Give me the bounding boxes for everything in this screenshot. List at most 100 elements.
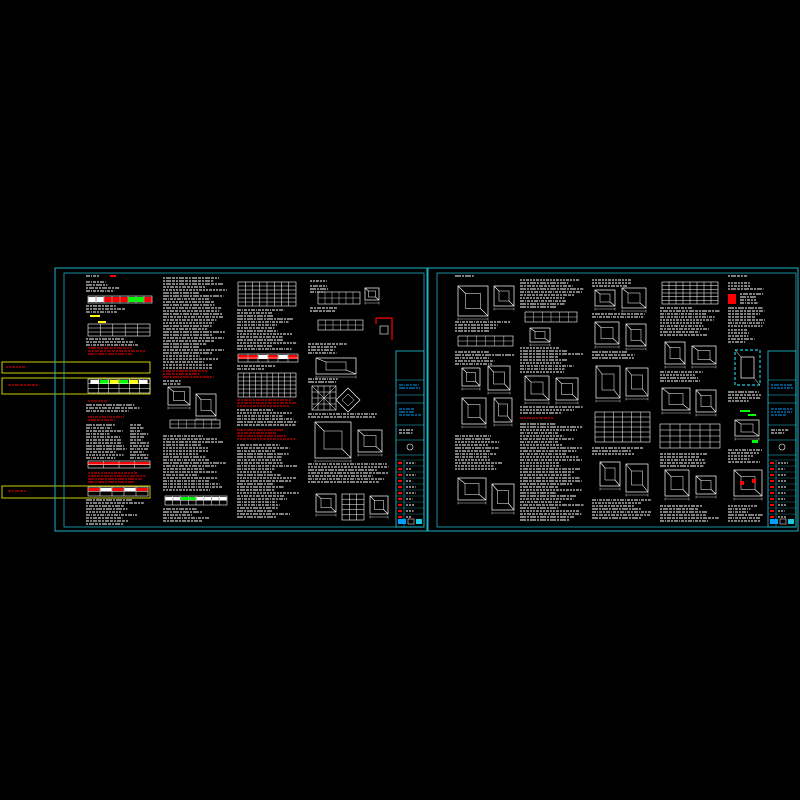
table-cell <box>219 497 227 500</box>
detail-diagram-edge <box>210 410 217 417</box>
detail-diagram-edge <box>639 302 647 309</box>
sheet-1-title-block-sheet-number <box>407 518 415 525</box>
sheet-2-title-block-role <box>770 498 774 500</box>
table-cell <box>180 497 188 500</box>
detail-diagram-outline <box>664 469 690 497</box>
detail-diagram-core <box>697 350 711 360</box>
detail-diagram-outline <box>493 285 515 307</box>
red-mark <box>740 481 744 485</box>
table-cell <box>288 355 298 359</box>
detail-diagram-outline <box>195 393 217 417</box>
circle-icon <box>406 443 414 451</box>
detail-diagram-edge <box>555 377 562 384</box>
detail-diagram-edge <box>625 463 632 472</box>
table-cell <box>248 355 258 359</box>
sheet-1-title-block-role <box>398 474 402 476</box>
sheet-2-title-block-sheet-number <box>779 518 787 525</box>
detail-diagram-outline <box>695 475 717 495</box>
detail-diagram-core <box>740 423 754 433</box>
detail-diagram-edge <box>544 338 551 343</box>
detail-diagram-edge <box>478 494 487 501</box>
detail-diagram-edge <box>625 367 632 376</box>
red-mark <box>728 294 736 304</box>
sheet-1-title-block-role <box>398 516 402 518</box>
sheet-1-title-block-role <box>398 510 402 512</box>
load-table-frame <box>87 323 151 337</box>
detail-diagram-edge <box>487 365 494 373</box>
table-cell <box>165 497 173 500</box>
sheet-2-title-block-role <box>770 486 774 488</box>
annotation-box-1 <box>1 361 151 374</box>
detail-diagram-core <box>363 435 377 447</box>
table-header-cell <box>134 462 150 465</box>
table-cell <box>188 497 196 500</box>
detail-diagram-edge <box>661 387 670 394</box>
material-table-cell <box>136 297 144 302</box>
sheet-2-title-block-role <box>770 462 774 464</box>
detail-diagram-edge <box>524 375 532 383</box>
detail-diagram-edge <box>508 503 515 511</box>
detail-diagram-core <box>534 331 546 339</box>
detail-diagram-core <box>465 293 481 309</box>
detail-diagram-core <box>630 329 642 341</box>
detail-diagram-core <box>627 292 641 304</box>
table-cell <box>258 355 268 359</box>
table-header-cell <box>88 488 100 491</box>
detail-diagram-outline <box>315 493 337 513</box>
detail-diagram-core <box>467 404 481 418</box>
corner-reinforcement-detail <box>375 317 393 340</box>
detail-diagram-core <box>498 290 510 302</box>
detail-diagram-outline <box>599 461 621 487</box>
detail-diagram-outline <box>695 389 717 413</box>
red-mark <box>752 479 756 483</box>
grade-table-cell <box>90 380 100 384</box>
detail-diagram-core <box>368 290 376 298</box>
annotation-box-3 <box>1 485 151 499</box>
detail-diagram-outline <box>487 365 511 391</box>
detail-diagram-edge <box>383 509 389 515</box>
detail-diagram-core <box>464 483 480 495</box>
material-table-cell <box>128 297 136 302</box>
detail-diagram-edge <box>710 489 717 495</box>
detail-diagram-edge <box>733 469 742 477</box>
detail-diagram-edge <box>475 381 481 387</box>
sheet-2-outer-border <box>427 267 799 532</box>
sheet-1-title-block <box>395 350 425 528</box>
detail-grid-frame <box>341 493 365 521</box>
green-mark <box>752 440 758 443</box>
detail-diagram-edge <box>457 285 466 294</box>
sheet-2-title-block-role <box>770 480 774 482</box>
sheet-1-title-block-role <box>398 504 402 506</box>
sheet-1-title-block-role <box>398 462 402 464</box>
highlight-bit <box>98 321 106 323</box>
detail-diagram-core <box>466 372 476 382</box>
detail-diagram-core <box>200 399 212 411</box>
table-cell <box>278 355 288 359</box>
material-table-cell <box>104 297 112 302</box>
detail-diagram-edge <box>609 301 616 307</box>
detail-diagram-outline <box>524 375 550 401</box>
grade-table-cell <box>100 380 109 384</box>
detail-diagram-edge <box>695 389 702 396</box>
detail-diagram-core <box>325 361 347 371</box>
detail-diagram-outline <box>364 287 380 301</box>
diamond-detail <box>335 387 361 413</box>
detail-diagram-outline <box>625 323 647 347</box>
detail-diagram-edge <box>664 341 671 348</box>
detail-diagram-edge <box>529 327 536 332</box>
table-header-cell <box>119 462 135 465</box>
detail-diagram-edge <box>734 419 742 425</box>
sheet-1-title-block-stamp <box>398 519 406 524</box>
detail-diagram-core <box>374 500 384 510</box>
corner-reinforcement-core <box>379 325 389 335</box>
grade-table-cell <box>119 380 129 384</box>
detail-diagram-edge <box>461 367 467 373</box>
detail-diagram-outline <box>461 367 481 387</box>
table-header-cell <box>124 488 136 491</box>
grade-table-cell <box>129 380 138 384</box>
detail-diagram-outline <box>625 463 649 493</box>
sheet-2-title-block-role <box>770 492 774 494</box>
